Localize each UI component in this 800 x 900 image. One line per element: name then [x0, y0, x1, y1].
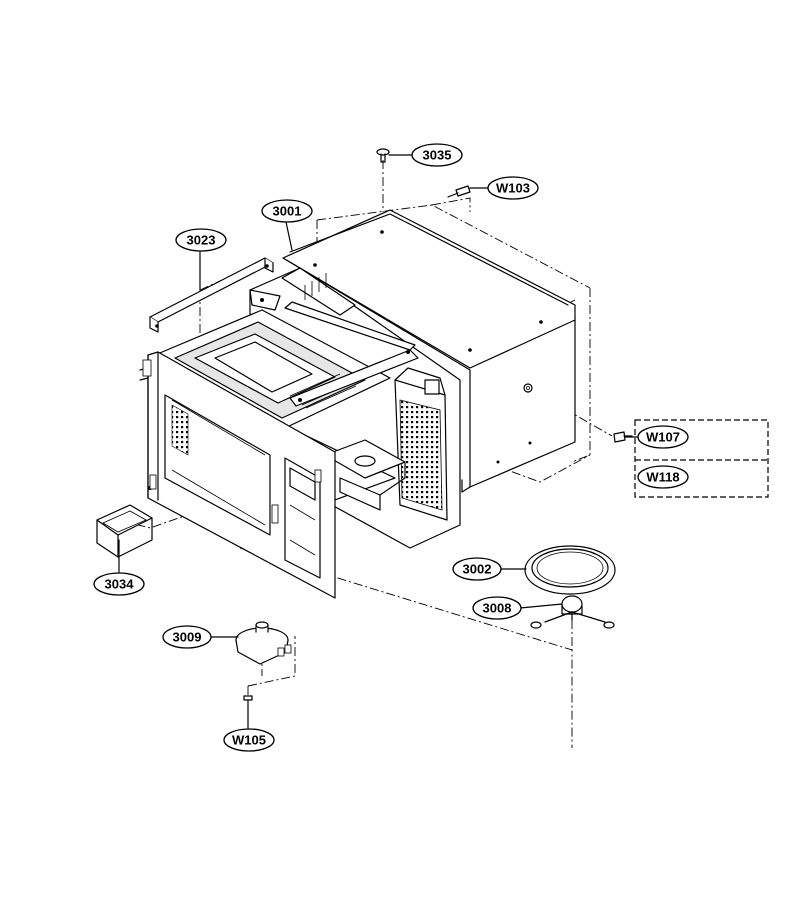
- stud-3035: [376, 148, 390, 163]
- label-3002: 3002: [452, 557, 502, 581]
- waveguide-cover-3034: [96, 504, 153, 558]
- label-w118-text: W118: [646, 470, 679, 485]
- label-w103-text: W103: [496, 181, 530, 196]
- leader-lines: [118, 154, 639, 729]
- label-3035-text: 3035: [423, 148, 452, 163]
- outer-cabinet-3001: [282, 209, 576, 493]
- label-w103: W103: [487, 176, 539, 200]
- label-w105-text: W105: [232, 733, 266, 748]
- label-3001: 3001: [261, 199, 313, 223]
- top-bracket-3023: [149, 257, 274, 333]
- label-3023-text: 3023: [187, 233, 216, 248]
- label-3008: 3008: [472, 596, 522, 620]
- label-3009-text: 3009: [173, 630, 202, 645]
- label-3002-text: 3002: [463, 562, 492, 577]
- front-frame: [139, 351, 336, 599]
- screw-w105: [243, 695, 253, 711]
- glass-tray-3002: [524, 545, 616, 595]
- label-w107: W107: [637, 425, 689, 449]
- label-3001-text: 3001: [273, 204, 302, 219]
- label-w105: W105: [223, 728, 275, 752]
- label-3009: 3009: [162, 625, 212, 649]
- alternate-screws-box: [634, 419, 769, 498]
- label-3023: 3023: [175, 228, 227, 252]
- label-3034: 3034: [93, 572, 145, 596]
- label-3034-text: 3034: [105, 577, 135, 592]
- label-w107-text: W107: [646, 430, 680, 445]
- label-w118: W118: [637, 465, 689, 489]
- roller-ring-3008: [530, 595, 615, 629]
- screw-w107: [613, 431, 633, 443]
- label-3008-text: 3008: [483, 601, 512, 616]
- turntable-motor-3009: [235, 621, 292, 665]
- screw-w103: [447, 185, 471, 198]
- label-3035: 3035: [411, 143, 463, 167]
